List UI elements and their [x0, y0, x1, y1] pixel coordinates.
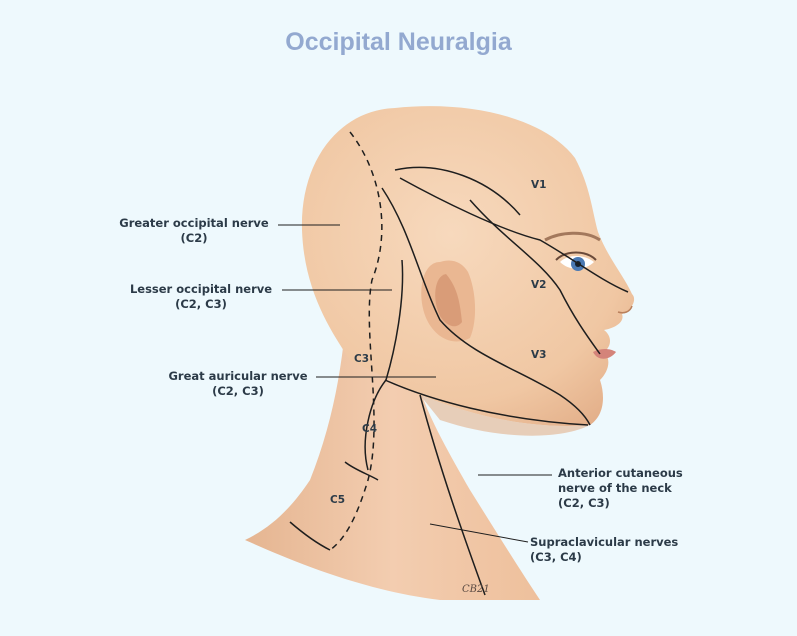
label-supraclavicular-roots: (C3, C4) — [530, 550, 582, 564]
neck-shoulder — [245, 330, 540, 600]
label-lesser-occipital-name: Lesser occipital nerve — [129, 282, 273, 296]
leader-lines — [278, 224, 552, 543]
label-anterior-cutaneous-line2: nerve of the neck — [558, 481, 672, 495]
segment-v2: V2 — [531, 279, 546, 291]
label-great-auricular-name: Great auricular nerve — [168, 369, 308, 383]
label-supraclavicular-name: Supraclavicular nerves — [530, 535, 679, 549]
segment-c3: C3 — [354, 353, 369, 365]
label-greater-occipital: Greater occipital nerve (C2) — [110, 216, 278, 246]
segment-c5: C5 — [330, 494, 345, 506]
label-anterior-cutaneous: Anterior cutaneous nerve of the neck (C2… — [558, 466, 683, 511]
label-supraclavicular: Supraclavicular nerves (C3, C4) — [530, 535, 678, 565]
label-great-auricular-roots: (C2, C3) — [212, 384, 264, 398]
segment-v1: V1 — [531, 179, 546, 191]
label-anterior-cutaneous-roots: (C2, C3) — [558, 496, 610, 510]
label-greater-occipital-name: Greater occipital nerve — [119, 216, 269, 230]
label-greater-occipital-roots: (C2) — [180, 231, 208, 245]
dermatome-lines — [289, 131, 629, 596]
segment-c4: C4 — [362, 423, 377, 435]
label-lesser-occipital: Lesser occipital nerve (C2, C3) — [118, 282, 284, 312]
label-lesser-occipital-roots: (C2, C3) — [175, 297, 227, 311]
head-shape — [301, 106, 635, 426]
label-anterior-cutaneous-line1: Anterior cutaneous — [558, 466, 683, 480]
label-great-auricular: Great auricular nerve (C2, C3) — [160, 369, 316, 399]
artist-signature: CB21 — [462, 584, 490, 595]
segment-v3: V3 — [531, 349, 546, 361]
ear — [421, 260, 476, 342]
diagram-title: Occipital Neuralgia — [285, 28, 512, 56]
